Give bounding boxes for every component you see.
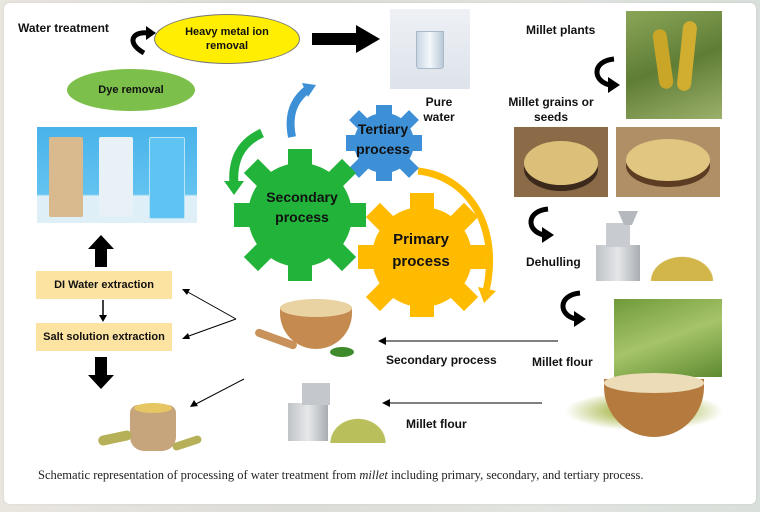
- sack-pointer-arrow: [190, 378, 245, 407]
- tertiary-gear: [346, 105, 422, 181]
- left-arrow-icon: [382, 399, 542, 407]
- grinder-with-flour-image: [288, 379, 392, 447]
- millet-grain-pile-image: [646, 253, 718, 281]
- caption-italic: millet: [359, 468, 388, 482]
- pure-water-glass-image: [390, 9, 470, 89]
- extraction-pointer-arrows: [182, 289, 237, 339]
- millet-flour-bottom-label: Millet flour: [406, 417, 467, 431]
- tertiary-process-label: Tertiary process: [356, 121, 410, 157]
- heavy-metal-ion-removal-ellipse: Heavy metal ion removal: [154, 14, 300, 64]
- millet-sack-image: [96, 399, 206, 455]
- millet-grains-bowl-image-2: [616, 127, 720, 197]
- diagram-card: Water treatment Heavy metal ion removal …: [4, 3, 756, 504]
- figure-caption: Schematic representation of processing o…: [38, 468, 643, 483]
- millet-flour-bowl-image: [564, 363, 724, 453]
- millet-grains-bowl-image-1: [514, 127, 608, 197]
- curved-arrow-icon: [594, 56, 620, 93]
- caption-text-after: including primary, secondary, and tertia…: [387, 468, 644, 482]
- water-treatment-label: Water treatment: [18, 21, 109, 35]
- millet-plants-image: [626, 11, 722, 119]
- secondary-process-label: Secondary process: [266, 189, 338, 225]
- water-glasses-image: [37, 127, 197, 223]
- di-water-extraction-box: DI Water extraction: [36, 271, 172, 299]
- millet-flour-label-right: Millet flour: [532, 355, 593, 369]
- curved-arrow-icon: [560, 290, 586, 327]
- pure-water-label: Pure water: [423, 95, 455, 124]
- millet-field-image: [614, 299, 722, 377]
- salt-solution-extraction-box: Salt solution extraction: [36, 323, 172, 351]
- process-gears: [224, 83, 496, 317]
- primary-process-label: Primary process: [392, 231, 450, 270]
- dehulling-machine-image: [592, 211, 644, 283]
- left-arrow-icon: [378, 337, 558, 345]
- secondary-process-bottom-label: Secondary process: [386, 353, 497, 367]
- right-arrow-icon: [312, 25, 380, 53]
- tertiary-cycle-arrow: [286, 85, 311, 138]
- dehulling-label: Dehulling: [526, 255, 581, 269]
- down-arrow-icon: [88, 357, 114, 389]
- primary-cycle-arrow: [417, 167, 493, 292]
- flour-bowl-with-spoon-image: [252, 295, 362, 365]
- curved-arrow-icon: [130, 26, 156, 56]
- millet-plants-label: Millet plants: [526, 23, 596, 37]
- caption-text-before: Schematic representation of processing o…: [38, 468, 360, 482]
- curved-arrow-icon: [528, 206, 554, 243]
- down-small-arrow-icon: [99, 300, 107, 322]
- millet-grains-label: Millet grains or seeds: [508, 95, 594, 124]
- dye-removal-ellipse: Dye removal: [67, 69, 195, 111]
- up-arrow-icon: [88, 235, 114, 267]
- secondary-cycle-arrow: [229, 128, 265, 186]
